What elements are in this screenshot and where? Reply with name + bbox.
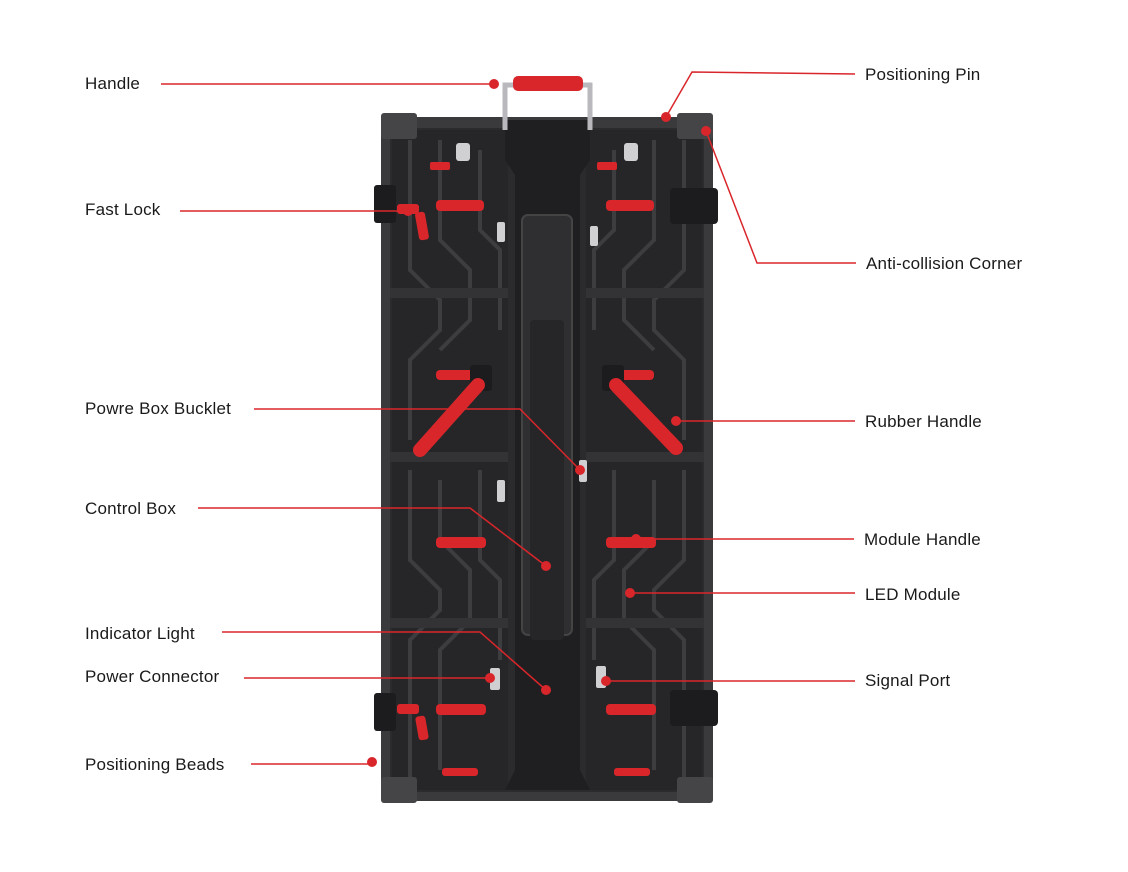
label-rubber-handle: Rubber Handle bbox=[865, 412, 982, 431]
label-positioning-pin: Positioning Pin bbox=[865, 65, 981, 84]
leader-dot-power-box-bucklet bbox=[575, 465, 585, 475]
control-box-panel bbox=[530, 320, 564, 640]
fast-lock-levers bbox=[397, 162, 617, 741]
rubber-handles bbox=[413, 365, 683, 457]
label-signal-port: Signal Port bbox=[865, 671, 951, 690]
leader-line-indicator-light bbox=[222, 631, 547, 691]
label-positioning-beads: Positioning Beads bbox=[85, 755, 225, 774]
leader-dot-signal-port bbox=[601, 676, 611, 686]
label-led-module: LED Module bbox=[865, 585, 961, 604]
leader-dot-led-module bbox=[625, 588, 635, 598]
leader-dot-handle bbox=[489, 79, 499, 89]
top-handle-grip bbox=[513, 76, 583, 91]
crossbars bbox=[390, 288, 704, 628]
module-handles bbox=[436, 200, 656, 776]
leader-dot-positioning-pin bbox=[661, 112, 671, 122]
leader-line-control-box bbox=[198, 507, 547, 567]
label-indicator-light: Indicator Light bbox=[85, 624, 195, 643]
label-handle: Handle bbox=[85, 74, 141, 93]
leader-dot-fast-lock bbox=[403, 206, 413, 216]
anti-collision-corners bbox=[381, 113, 713, 803]
label-control-box: Control Box bbox=[85, 499, 177, 518]
leader-line-power-box-bucklet bbox=[254, 408, 581, 471]
leader-dot-rubber-handle bbox=[671, 416, 681, 426]
leader-dot-power-connector bbox=[485, 673, 495, 683]
leader-dot-positioning-beads bbox=[367, 757, 377, 767]
callout-lines bbox=[161, 71, 856, 767]
leader-dot-module-handle bbox=[631, 534, 641, 544]
label-power-box-bucklet: Powre Box Bucklet bbox=[85, 399, 232, 418]
leader-dot-control-box bbox=[541, 561, 551, 571]
leader-dot-anti-collision-corner bbox=[701, 126, 711, 136]
label-anti-collision-corner: Anti-collision Corner bbox=[866, 254, 1023, 273]
leader-line-anti-collision-corner bbox=[705, 130, 856, 264]
label-fast-lock: Fast Lock bbox=[85, 200, 161, 219]
leader-dot-indicator-light bbox=[541, 685, 551, 695]
label-power-connector: Power Connector bbox=[85, 667, 220, 686]
label-module-handle: Module Handle bbox=[864, 530, 981, 549]
leader-line-positioning-pin bbox=[665, 71, 856, 118]
fast-lock-brackets bbox=[374, 185, 718, 731]
